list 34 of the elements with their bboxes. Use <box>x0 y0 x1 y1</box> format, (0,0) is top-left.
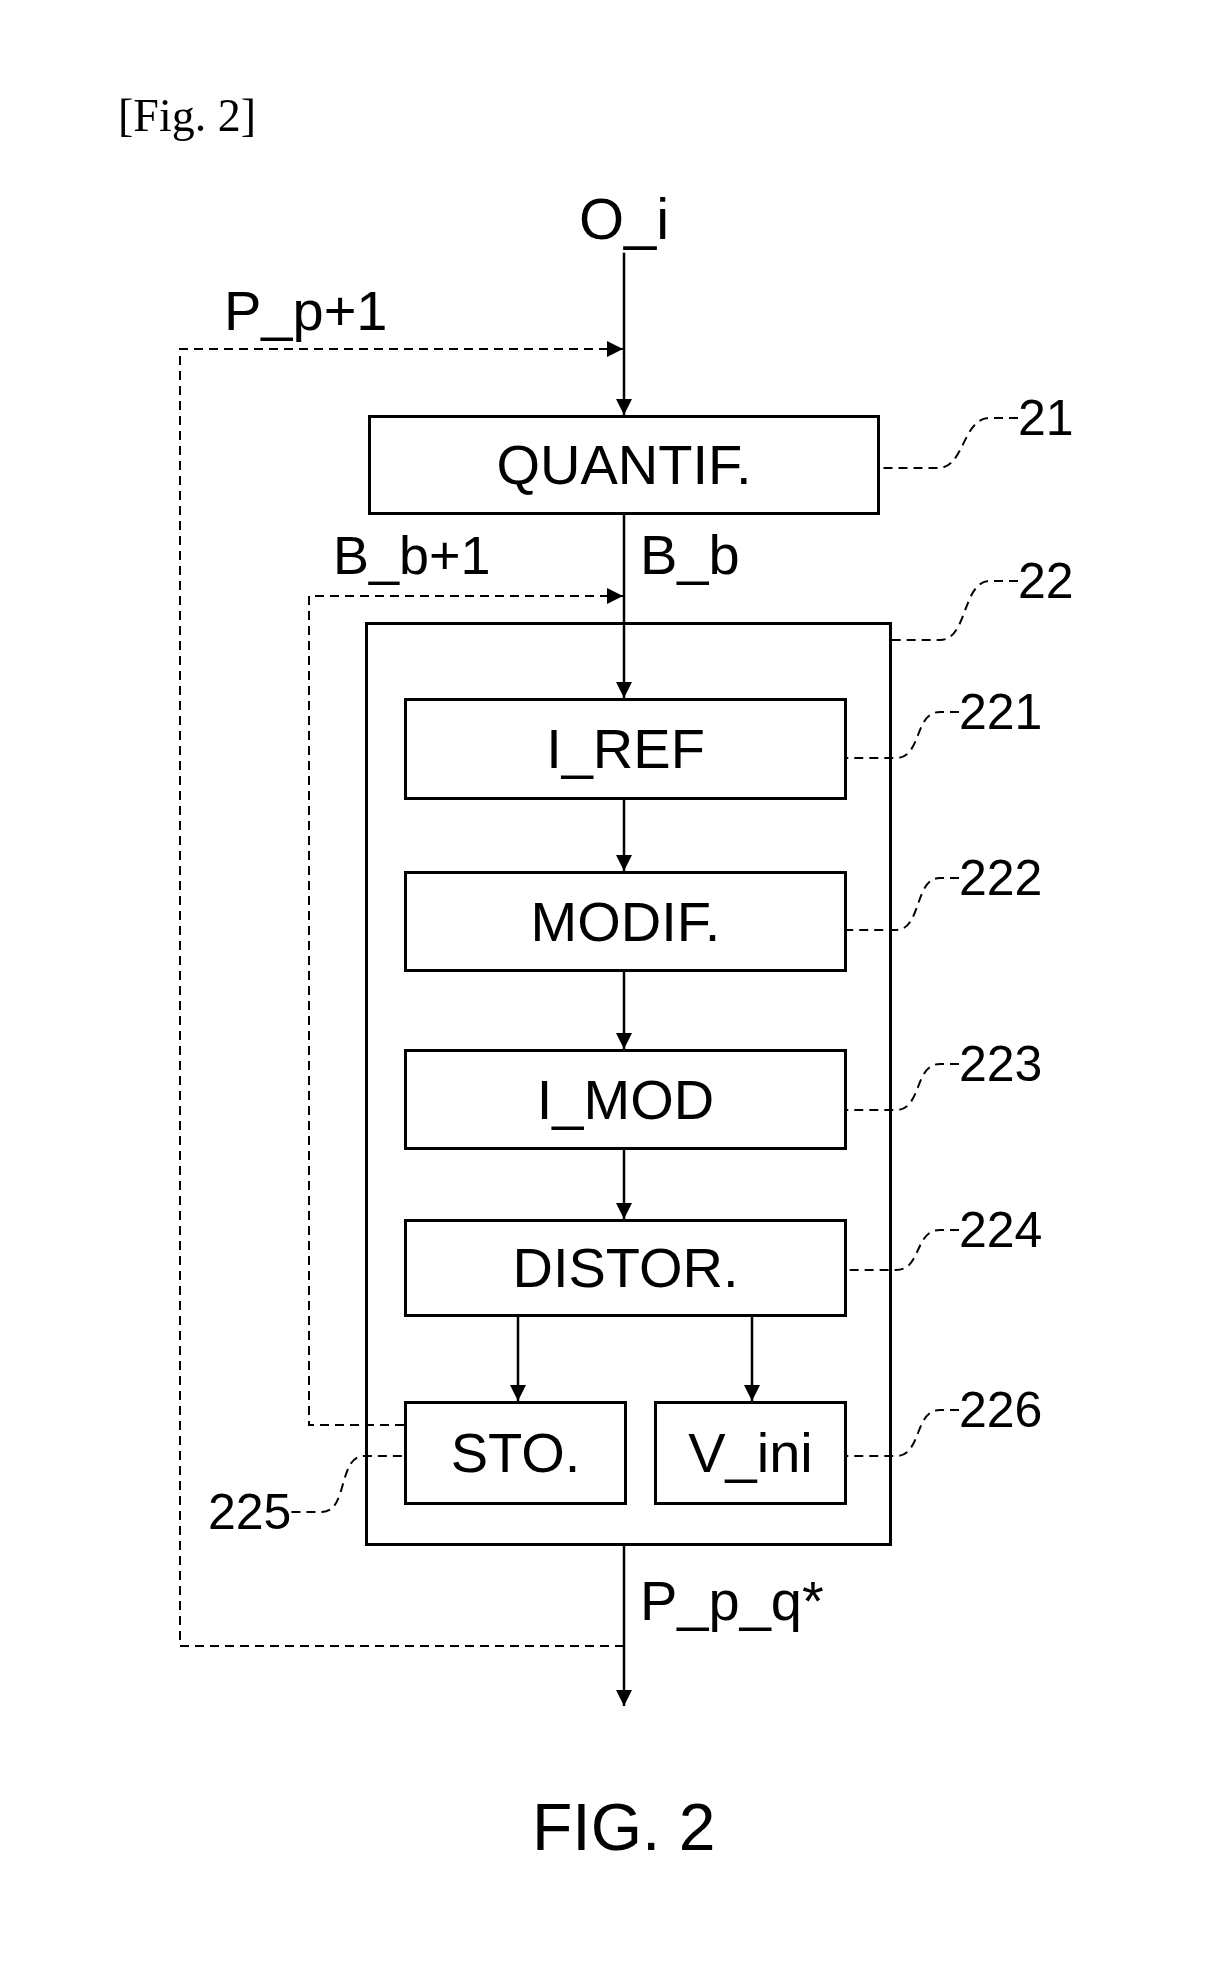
module-box <box>365 622 892 1546</box>
leader-line <box>891 580 1019 641</box>
leader-line <box>290 1455 405 1513</box>
arrow <box>616 800 632 871</box>
callout-number: 224 <box>959 1202 1043 1258</box>
arrow <box>510 1317 526 1401</box>
arrow <box>744 1317 760 1401</box>
process-box: DISTOR. <box>404 1219 847 1317</box>
process-box: I_REF <box>404 698 847 800</box>
leader-line <box>846 1409 960 1457</box>
process-box: MODIF. <box>404 871 847 972</box>
callout-number: 223 <box>959 1036 1043 1092</box>
callout-number: 21 <box>1018 390 1074 446</box>
callout-number: 226 <box>959 1382 1043 1438</box>
arrow <box>616 596 632 698</box>
process-box: I_MOD <box>404 1049 847 1150</box>
callout-number: 225 <box>208 1484 292 1540</box>
callout-number: 222 <box>959 850 1043 906</box>
signal-label: O_i <box>579 186 670 253</box>
leader-line <box>846 1063 960 1111</box>
arrow <box>616 1150 632 1219</box>
process-box: V_ini <box>654 1401 847 1505</box>
figure-caption: FIG. 2 <box>532 1790 716 1866</box>
callout-number: 22 <box>1018 553 1074 609</box>
arrow <box>616 972 632 1049</box>
leader-line <box>846 877 960 931</box>
process-box: QUANTIF. <box>368 415 880 515</box>
arrow <box>616 1646 632 1706</box>
feedback-arrow <box>308 588 624 1426</box>
figure-title: [Fig. 2] <box>118 90 256 143</box>
callout-number: 221 <box>959 684 1043 740</box>
connector-line <box>622 515 626 596</box>
process-box: STO. <box>404 1401 627 1505</box>
leader-line <box>846 711 960 759</box>
